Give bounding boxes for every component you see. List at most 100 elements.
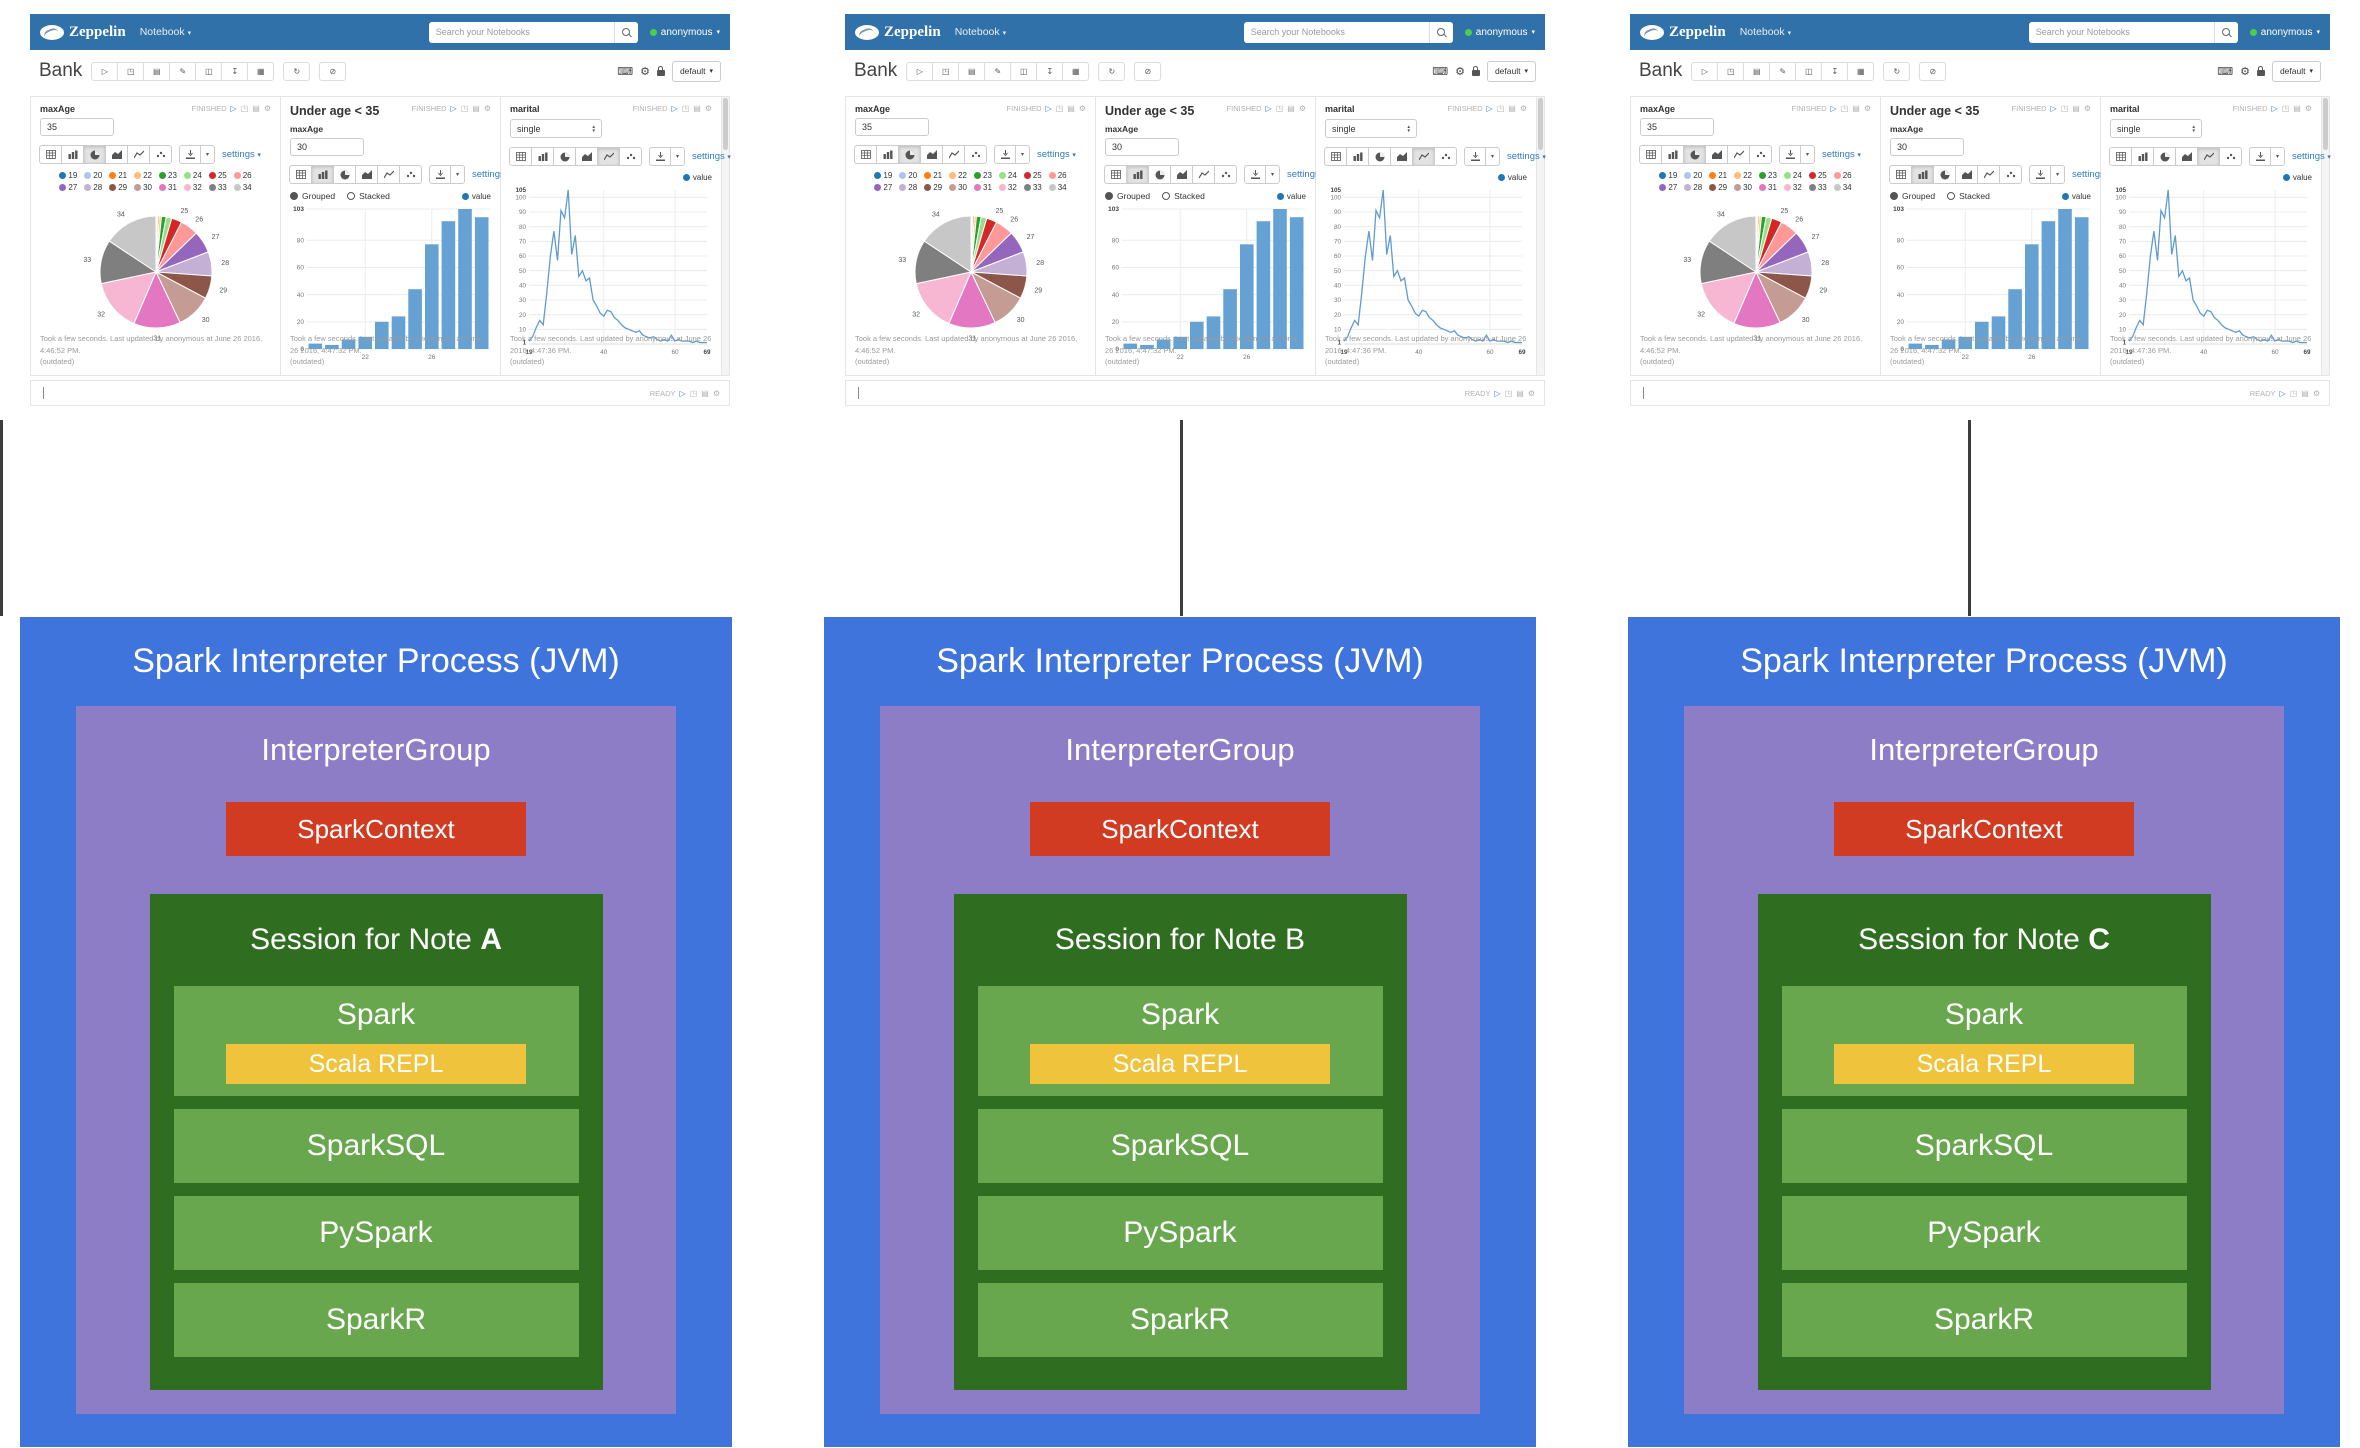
delete-note-button[interactable]: ⊘ [319, 61, 347, 81]
show-hide-output-button[interactable]: ▤ [143, 61, 171, 81]
area-chart-button[interactable] [2175, 147, 2198, 166]
scatter-chart-button[interactable] [399, 165, 422, 184]
revert-button[interactable]: ↻ [283, 61, 311, 81]
line-chart-button[interactable] [1727, 145, 1750, 164]
legend-item[interactable]: 34 [233, 183, 252, 192]
gear-icon[interactable]: ⚙ [1078, 104, 1086, 113]
legend-item[interactable]: 27 [874, 183, 892, 192]
notebook-menu[interactable]: Notebook ▾ [954, 26, 1007, 38]
clear-output-button[interactable]: ✎ [169, 61, 197, 81]
play-icon[interactable]: ▷ [679, 388, 686, 398]
pie-chart-button[interactable] [898, 145, 921, 164]
search-button[interactable] [1428, 21, 1453, 43]
download-button[interactable] [2029, 165, 2051, 184]
area-chart-button[interactable] [105, 145, 128, 164]
legend-item[interactable]: 30 [949, 183, 967, 192]
pie-chart-button[interactable] [1148, 165, 1171, 184]
legend-item[interactable]: 27 [1659, 183, 1677, 192]
legend-item[interactable]: 33 [1023, 183, 1042, 192]
gear-icon[interactable]: ⚙ [483, 104, 491, 113]
lock-icon[interactable] [1471, 66, 1480, 76]
download-caret-button[interactable]: ▾ [1016, 145, 1030, 164]
keyboard-shortcuts-icon[interactable]: ⌨ [2217, 65, 2234, 78]
legend-item[interactable]: 26 [233, 171, 252, 180]
output-icon[interactable]: ▤ [693, 104, 701, 113]
scrollbar-thumb[interactable] [723, 98, 728, 150]
legend-item[interactable]: 25 [1808, 171, 1827, 180]
legend-item[interactable]: 20 [84, 171, 102, 180]
bar-chart-button[interactable] [1126, 165, 1149, 184]
zeppelin-logo[interactable]: Zeppelin [1640, 24, 1726, 41]
show-hide-code-button[interactable]: ◳ [932, 61, 960, 81]
scatter-chart-button[interactable] [1214, 165, 1237, 184]
bar-chart-button[interactable] [1346, 147, 1369, 166]
legend-item[interactable]: 24 [1783, 171, 1802, 180]
gear-icon[interactable]: ⚙ [1527, 388, 1535, 398]
legend-item[interactable]: 28 [84, 183, 102, 192]
commit-button[interactable]: ▦ [247, 61, 275, 81]
legend-item[interactable]: 28 [899, 183, 917, 192]
marital-select[interactable]: single ▲▼ [2110, 119, 2202, 138]
settings-link[interactable]: settings ▾ [1822, 149, 1861, 160]
user-menu[interactable]: anonymous ▾ [649, 27, 720, 38]
output-icon[interactable]: ▤ [1287, 104, 1295, 113]
legend-item[interactable]: 22 [134, 171, 152, 180]
keyboard-shortcuts-icon[interactable]: ⌨ [617, 65, 634, 78]
table-chart-button[interactable] [2109, 147, 2132, 166]
play-icon[interactable]: ▷ [1045, 104, 1052, 113]
clone-note-button[interactable]: ◫ [195, 61, 223, 81]
legend-item[interactable]: 23 [159, 171, 177, 180]
bar-chart-button[interactable] [311, 165, 334, 184]
area-chart-button[interactable] [920, 145, 943, 164]
legend-item[interactable]: 23 [1759, 171, 1777, 180]
maxage-input[interactable]: 35 [1640, 118, 1714, 136]
search-input[interactable] [428, 21, 614, 43]
gear-icon[interactable]: ⚙ [2240, 65, 2250, 78]
expand-icon[interactable]: ◳ [1496, 104, 1505, 113]
gear-icon[interactable]: ⚙ [263, 104, 271, 113]
legend-item[interactable]: 29 [109, 183, 127, 192]
legend-item[interactable]: 21 [1709, 171, 1727, 180]
play-icon[interactable]: ▷ [2050, 104, 2057, 113]
bar-chart-button[interactable] [531, 147, 554, 166]
bar-chart-button[interactable] [876, 145, 899, 164]
download-caret-button[interactable]: ▾ [1801, 145, 1815, 164]
line-chart-button[interactable] [942, 145, 965, 164]
download-caret-button[interactable]: ▾ [1266, 165, 1280, 184]
interpreter-binding-button[interactable]: default ▾ [671, 60, 721, 82]
export-note-button[interactable]: ↧ [1821, 61, 1849, 81]
legend-item[interactable]: 33 [208, 183, 227, 192]
legend-item[interactable]: 29 [924, 183, 942, 192]
table-chart-button[interactable] [1639, 145, 1662, 164]
zeppelin-logo[interactable]: Zeppelin [40, 24, 126, 41]
grouped-radio[interactable] [1105, 192, 1113, 200]
scrollbar-thumb[interactable] [2323, 98, 2328, 150]
legend-item-value[interactable]: value [461, 192, 491, 201]
legend-item[interactable]: 29 [1709, 183, 1727, 192]
legend-item[interactable]: 19 [59, 171, 77, 180]
run-all-button[interactable]: ▷ [1691, 61, 1719, 81]
grouped-radio[interactable] [1890, 192, 1898, 200]
gear-icon[interactable]: ⚙ [1298, 104, 1306, 113]
commit-button[interactable]: ▦ [1847, 61, 1875, 81]
search-input[interactable] [2028, 21, 2214, 43]
output-icon[interactable]: ▤ [1516, 388, 1524, 398]
download-caret-button[interactable]: ▾ [2271, 147, 2285, 166]
commit-button[interactable]: ▦ [1062, 61, 1090, 81]
legend-item[interactable]: 26 [1048, 171, 1067, 180]
lock-icon[interactable] [656, 66, 665, 76]
legend-item[interactable]: 27 [59, 183, 77, 192]
clone-note-button[interactable]: ◫ [1795, 61, 1823, 81]
legend-item[interactable]: 34 [1833, 183, 1852, 192]
download-button[interactable] [179, 145, 201, 164]
gear-icon[interactable]: ⚙ [2083, 104, 2091, 113]
search-button[interactable] [613, 21, 638, 43]
download-button[interactable] [1464, 147, 1486, 166]
scrollbar[interactable] [1537, 97, 1544, 375]
gear-icon[interactable]: ⚙ [1863, 104, 1871, 113]
scatter-chart-button[interactable] [149, 145, 172, 164]
download-button[interactable] [994, 145, 1016, 164]
legend-item[interactable]: 19 [1659, 171, 1677, 180]
